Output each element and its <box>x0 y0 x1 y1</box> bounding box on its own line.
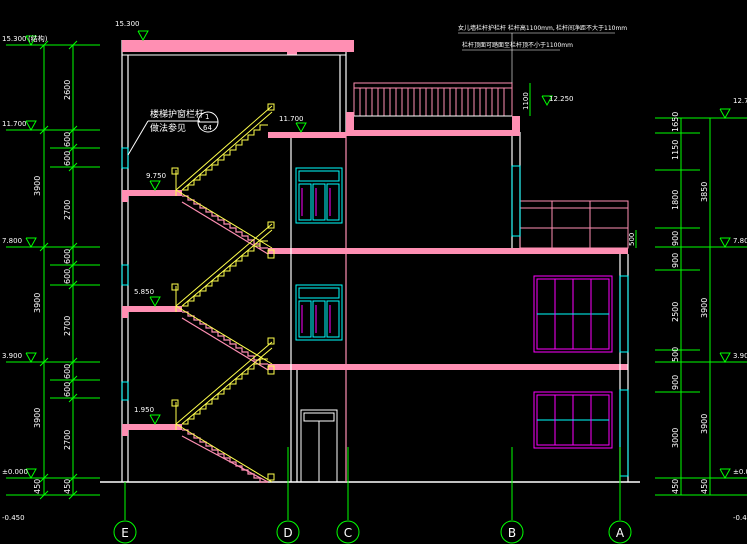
right-dimension-lines <box>655 117 747 496</box>
callout-ref-sheet: 64 <box>203 124 212 132</box>
right-dim-inner-6: 2500 <box>671 302 680 322</box>
stair-level-l1: 1.950 <box>134 406 154 414</box>
note-line1: 女儿墙栏杆护栏杆 栏杆高1100mm, <box>458 24 555 32</box>
window-right-upper <box>533 275 613 353</box>
note-line2: 栏杆顶面可踏面至栏杆顶不小于1100mm <box>462 41 573 49</box>
right-dim-inner-4: 900 <box>671 231 680 246</box>
left-dim-inner-6: 600 <box>63 269 72 284</box>
left-dim-outer-4: 450 <box>33 479 42 494</box>
left-level-l2: 3.900 <box>2 352 22 360</box>
top-roof-beam-mid <box>287 40 297 55</box>
balcony-dim-label: 500 <box>628 233 636 246</box>
stair-level-l2: 5.850 <box>134 288 154 296</box>
right-dim-outer-1: 3850 <box>700 182 709 202</box>
parapet-level-label: 12.250 <box>549 95 574 103</box>
axis-label-b: B <box>508 526 516 540</box>
right-dim-inner-9: 3000 <box>671 428 680 448</box>
left-dim-inner-8: 600 <box>63 364 72 379</box>
right-level-ground: ±0.000 <box>733 468 747 476</box>
left-dim-inner-9: 600 <box>63 382 72 397</box>
parapet-balusters <box>359 88 505 116</box>
stair-level-l3: 9.750 <box>146 172 166 180</box>
stair-landings <box>122 132 628 436</box>
axis-label-e: E <box>121 526 129 540</box>
left-dim-inner-4: 2700 <box>63 200 72 220</box>
right-level-base: -0.450 <box>733 514 747 522</box>
window-upper <box>295 167 343 224</box>
stair-level-markers <box>149 122 307 426</box>
stair-flights <box>181 195 269 483</box>
right-level-l3: 7.800 <box>733 237 747 245</box>
left-dim-inner-7: 2700 <box>63 316 72 336</box>
left-level-top-note: (结构) <box>28 34 48 43</box>
right-dim-outer-2: 3900 <box>700 298 709 318</box>
callout-text-1: 楼梯护窗栏杆 <box>150 108 204 120</box>
callout-text-2: 做法参见 <box>150 122 186 134</box>
right-dim-inner-2: 1150 <box>671 140 680 160</box>
entrance-door <box>300 409 338 483</box>
right-dim-inner-1: 1650 <box>671 112 680 132</box>
right-dim-inner-5: 900 <box>671 253 680 268</box>
left-dim-inner-2: 600 <box>63 132 72 147</box>
top-level-marker <box>137 30 149 42</box>
stair-level-top: 11.700 <box>279 115 304 123</box>
callout-ref-num: 1 <box>205 113 209 121</box>
right-level-markers <box>719 108 731 480</box>
parapet-dim <box>529 83 553 116</box>
left-dim-inner-1: 2600 <box>63 80 72 100</box>
parapet-dim-label: 1100 <box>522 92 530 110</box>
axis-lines <box>124 447 621 520</box>
balcony-railing <box>519 200 629 249</box>
note-line1b: 栏杆间净距不大于110mm <box>556 24 627 32</box>
stair-railings <box>171 103 275 483</box>
right-level-top: 12.750 <box>733 97 747 105</box>
right-dim-inner-3: 1800 <box>671 190 680 210</box>
railing-callout: 楼梯护窗栏杆 做法参见 1 64 <box>127 108 219 156</box>
right-dim-outer-4: 450 <box>700 479 709 494</box>
left-level-markers <box>25 35 37 480</box>
left-level-roof: 11.700 <box>2 120 27 128</box>
axis-label-a: A <box>616 526 625 540</box>
left-dim-outer-3: 3900 <box>33 408 42 428</box>
left-dimension-lines <box>6 44 100 496</box>
left-level-l3: 7.800 <box>2 237 22 245</box>
right-dim-inner-10: 450 <box>671 479 680 494</box>
left-level-base: -0.450 <box>2 514 25 522</box>
right-dim-inner-7: 500 <box>671 347 680 362</box>
right-level-l2: 3.900 <box>733 352 747 360</box>
left-dim-outer-1: 3900 <box>33 176 42 196</box>
top-level-label: 15.300 <box>115 20 140 28</box>
stair-tower-walls <box>121 40 347 482</box>
stair-tower-windows <box>121 147 129 401</box>
left-level-ground: ±0.000 <box>2 468 28 476</box>
left-dim-inner-5: 600 <box>63 249 72 264</box>
left-dim-ticks <box>39 40 78 500</box>
right-dim-outer-3: 3900 <box>700 414 709 434</box>
left-dim-inner-3: 600 <box>63 151 72 166</box>
axis-bubbles <box>113 520 632 544</box>
window-middle <box>295 284 343 341</box>
axis-label-d: D <box>283 526 292 540</box>
left-dim-inner-11: 450 <box>63 479 72 494</box>
left-dim-outer-2: 3900 <box>33 293 42 313</box>
right-dim-inner-8: 900 <box>671 375 680 390</box>
roof-slab <box>346 130 520 136</box>
top-roof-slab <box>122 40 354 52</box>
left-dim-inner-10: 2700 <box>63 430 72 450</box>
left-level-top: 15.300 <box>2 35 27 43</box>
axis-label-c: C <box>344 526 352 540</box>
window-right-lower <box>533 391 613 449</box>
right-wall-windows <box>511 165 629 477</box>
